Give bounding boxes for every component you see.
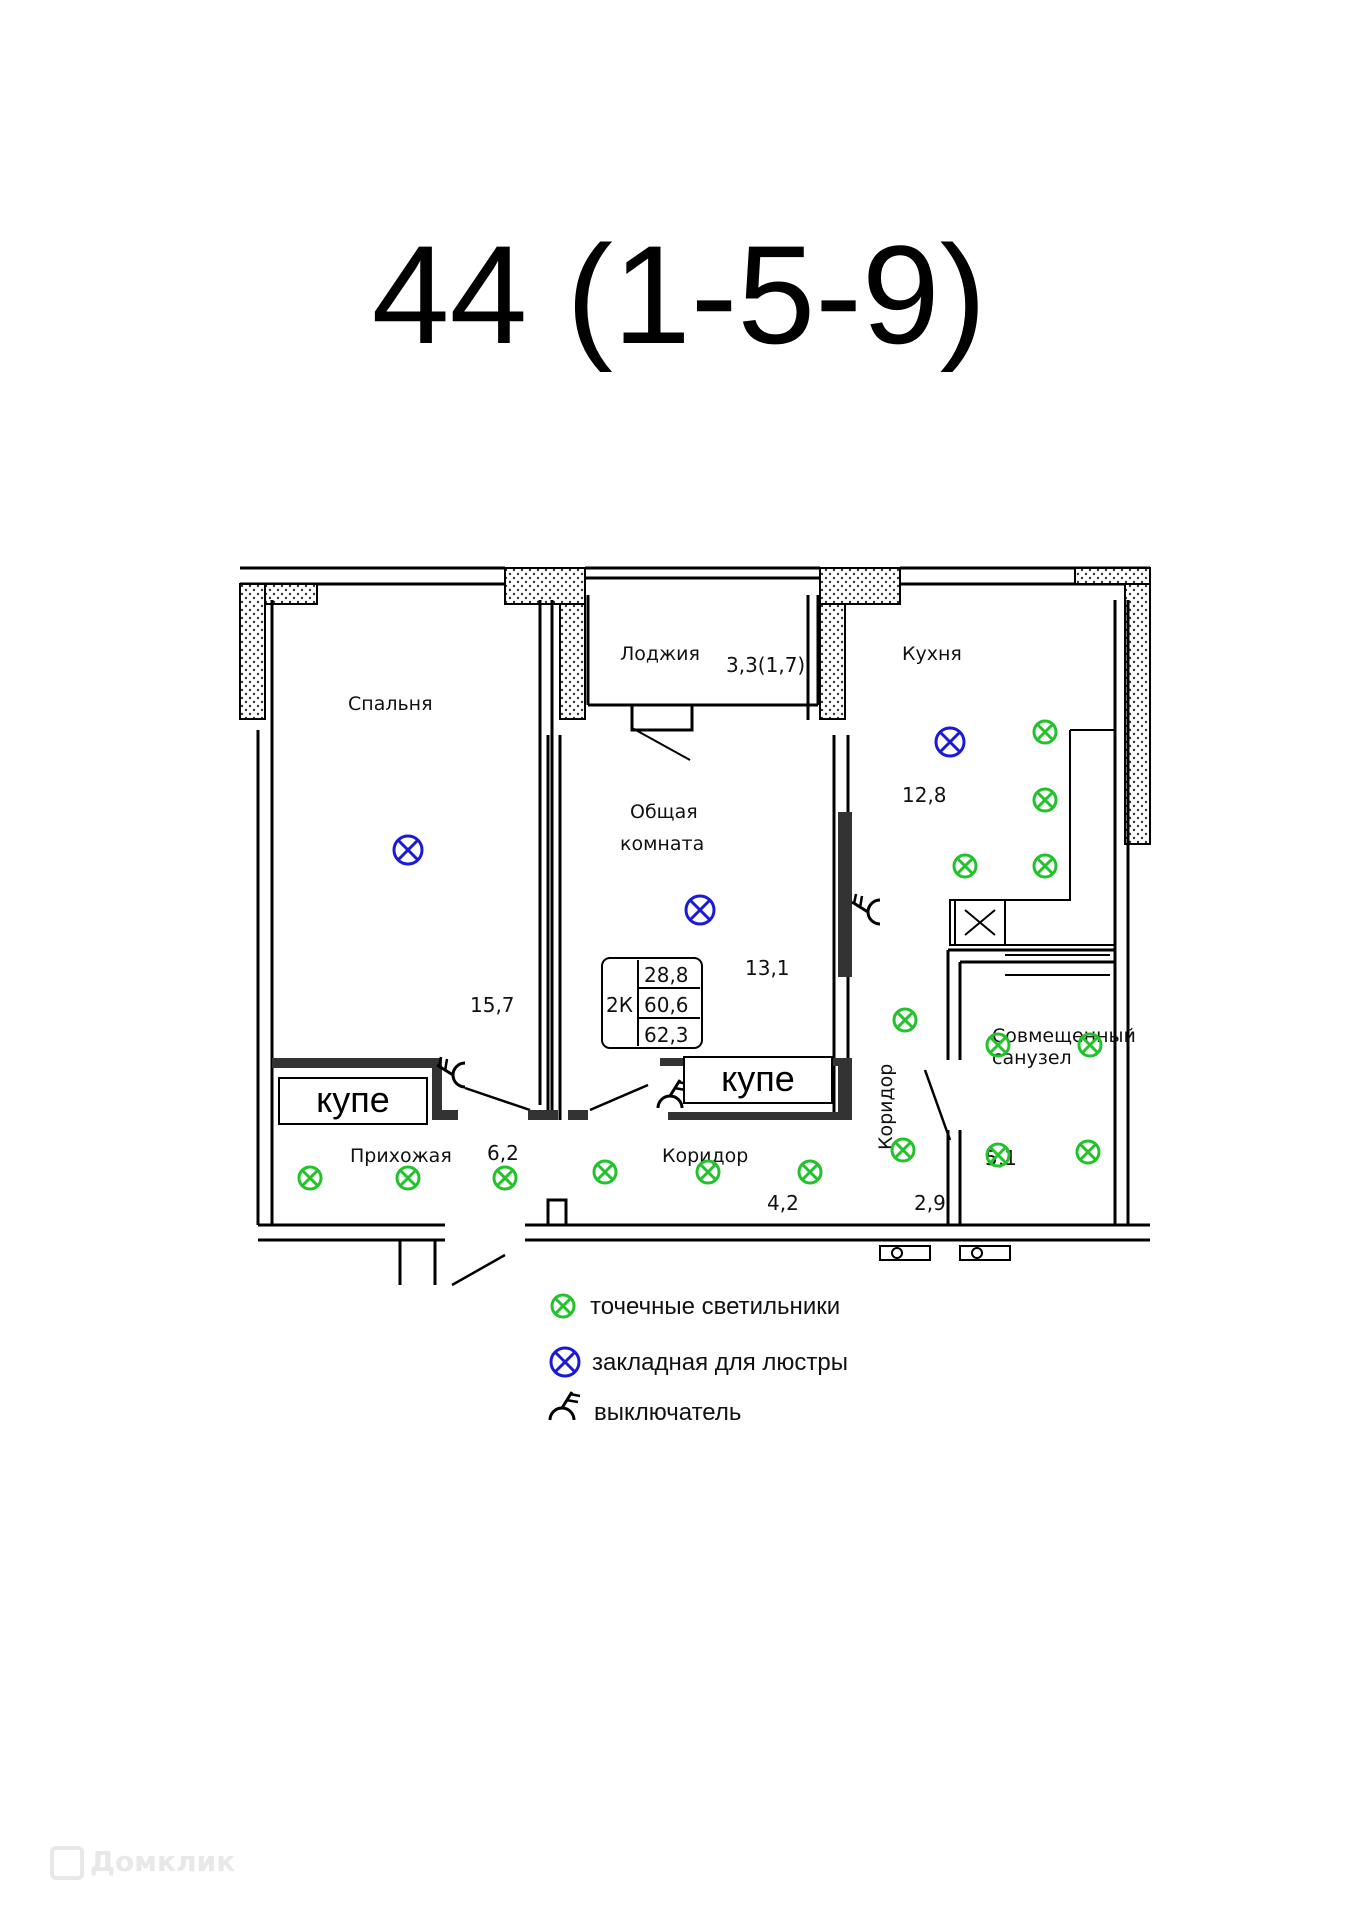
chandelier-icon xyxy=(392,834,424,866)
wardrobe-label-right: купе xyxy=(683,1056,833,1104)
spot-light-icon xyxy=(297,1165,323,1191)
room-hall-area: 6,2 xyxy=(487,1141,519,1165)
room-kitchen-label: Кухня xyxy=(902,643,962,665)
legend-chandelier-text: закладная для люстры xyxy=(592,1349,848,1376)
room-living-label-1: Общая xyxy=(630,801,698,823)
apartment-total-loggia-area: 62,3 xyxy=(644,1023,689,1047)
room-corridor-area: 4,2 xyxy=(767,1191,799,1215)
room-kitchen-area: 12,8 xyxy=(902,783,947,807)
watermark-text: Домклик xyxy=(90,1845,236,1878)
spot-light-icon xyxy=(1032,787,1058,813)
spot-light-icon xyxy=(592,1159,618,1185)
spot-light-icon xyxy=(395,1165,421,1191)
legend-spot-light-text: точечные светильники xyxy=(590,1293,840,1320)
room-living-label-2: комната xyxy=(620,833,704,855)
room-corridor2-area: 2,9 xyxy=(914,1191,946,1215)
room-bedroom-label: Спальня xyxy=(348,693,433,715)
spot-light-icon xyxy=(492,1165,518,1191)
chandelier-icon xyxy=(934,726,966,758)
apartment-summary-box: 2К 28,8 60,6 62,3 xyxy=(601,957,703,1049)
room-corridor-label: Коридор xyxy=(662,1145,748,1167)
spot-light-icon xyxy=(892,1007,918,1033)
hatched-walls xyxy=(239,567,1151,845)
spot-light-icon xyxy=(952,853,978,879)
spot-light-icon xyxy=(797,1159,823,1185)
wardrobe-label-left: купе xyxy=(278,1077,428,1125)
spot-light-icon xyxy=(1075,1139,1101,1165)
plumbing-fixtures xyxy=(879,954,1110,1261)
plan-title: 44 (1-5-9) xyxy=(371,216,987,373)
watermark: Домклик xyxy=(50,1845,235,1880)
room-hall-label: Прихожая xyxy=(350,1145,452,1167)
legend-chandelier-icon xyxy=(549,1346,581,1378)
domclick-logo-icon xyxy=(50,1846,84,1880)
outer-walls xyxy=(240,566,1150,761)
legend-switch-icon xyxy=(548,1390,582,1422)
room-loggia-area: 3,3(1,7) xyxy=(726,653,805,677)
legend-switch-text: выключатель xyxy=(594,1399,741,1426)
apartment-type: 2К xyxy=(606,993,633,1017)
room-living-area: 13,1 xyxy=(745,956,790,980)
room-corridor2-label: Коридор xyxy=(875,1064,897,1150)
spot-light-icon xyxy=(1032,719,1058,745)
interior-walls xyxy=(256,600,1150,1287)
legend: точечные светильники закладная для люстр… xyxy=(548,1293,848,1426)
legend-spot-light-icon xyxy=(550,1293,576,1319)
room-bathroom-label-2: санузел xyxy=(992,1047,1072,1069)
room-loggia-label: Лоджия xyxy=(620,643,700,665)
room-bedroom-area: 15,7 xyxy=(470,993,515,1017)
apartment-living-area: 28,8 xyxy=(644,963,689,987)
chandelier-icon xyxy=(684,894,716,926)
room-bathroom-label-1: Совмещенный xyxy=(992,1025,1136,1047)
apartment-total-area: 60,6 xyxy=(644,993,689,1017)
spot-light-icon xyxy=(1032,853,1058,879)
switch-icon xyxy=(850,892,882,926)
